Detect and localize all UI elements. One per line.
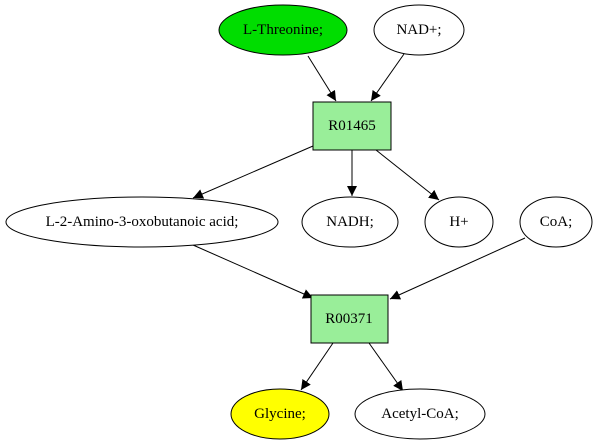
compound-ellipse <box>230 388 330 440</box>
reaction-label: R01465 <box>328 118 376 134</box>
compound-node-threonine[interactable]: L-Threonine; <box>218 4 348 56</box>
compound-ellipse <box>519 196 593 248</box>
edge-r01465-to-h-plus <box>375 149 440 201</box>
edge-amino-oxobutanoate-to-r00371 <box>192 244 314 299</box>
compound-label: H+ <box>449 214 468 230</box>
compound-label: NADH; <box>326 214 374 230</box>
compound-ellipse <box>373 4 465 56</box>
compound-node-acetyl-coa[interactable]: Acetyl-CoA; <box>354 388 486 440</box>
compound-node-nadh[interactable]: NADH; <box>301 196 399 248</box>
edge-r01465-to-amino-oxobutanoate <box>192 145 314 199</box>
edge-r00371-to-acetyl-coa <box>368 342 404 392</box>
edge-nad-to-r01465 <box>370 53 405 102</box>
compound-node-glycine[interactable]: Glycine; <box>230 388 330 440</box>
edge-r00371-to-glycine <box>300 342 334 391</box>
compound-ellipse <box>301 196 399 248</box>
compound-ellipse <box>218 4 348 56</box>
reaction-label: R00371 <box>325 311 373 327</box>
compound-label: L-Threonine; <box>243 22 323 38</box>
reaction-box <box>310 294 389 344</box>
compound-label: Acetyl-CoA; <box>381 406 458 422</box>
compound-label: NAD+; <box>396 22 441 38</box>
reaction-box <box>312 101 392 151</box>
compound-label: L-2-Amino-3-oxobutanoic acid; <box>46 214 239 230</box>
compound-ellipse <box>424 196 494 248</box>
compound-ellipse <box>354 388 486 440</box>
edge-coa-to-r00371 <box>389 237 526 300</box>
compound-ellipse <box>5 196 279 248</box>
compound-node-h-plus[interactable]: H+ <box>424 196 494 248</box>
edge-layer <box>192 53 526 392</box>
edge-threonine-to-r01465 <box>307 55 337 102</box>
compound-node-coa[interactable]: CoA; <box>519 196 593 248</box>
compound-node-nad[interactable]: NAD+; <box>373 4 465 56</box>
node-layer: L-Threonine; NAD+; R01465 L-2-Amino-3-ox… <box>5 4 593 440</box>
reaction-node-r00371[interactable]: R00371 <box>310 294 389 344</box>
compound-label: Glycine; <box>254 406 306 422</box>
reaction-node-r01465[interactable]: R01465 <box>312 101 392 151</box>
compound-node-amino-oxobutanoate[interactable]: L-2-Amino-3-oxobutanoic acid; <box>5 196 279 248</box>
compound-label: CoA; <box>540 214 573 230</box>
